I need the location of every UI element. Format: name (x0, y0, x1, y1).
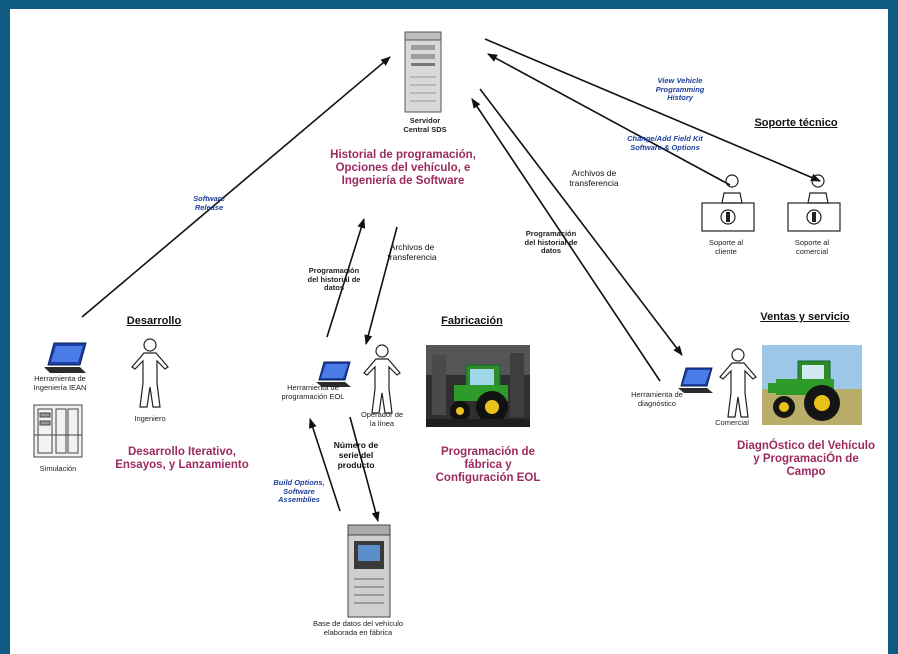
diagnostic-tool-label: Herramienta de diagnóstico (631, 390, 683, 408)
numero-serie-label: Número de serie del producto (333, 440, 379, 470)
diagram-canvas: Servidor Central SDS Historial de progra… (10, 9, 888, 654)
arrow-field-kit-to-server (487, 53, 731, 186)
simulation-label: Simulación (39, 464, 77, 473)
help-desk-icon (701, 174, 755, 232)
arrow-history-to-eol (364, 226, 398, 345)
tractor-photo (426, 345, 530, 427)
server-description: Historial de programación, Opciones del … (330, 149, 476, 188)
line-operator-label: Operador de la línea (360, 410, 404, 428)
software-release-label: Software Release (193, 194, 225, 212)
arrow-db-to-eol (308, 418, 341, 512)
person-outline-icon (719, 348, 757, 418)
arrow-server-to-diagnostic (479, 88, 683, 356)
help-desk-icon (787, 174, 841, 232)
server-name-line1: Servidor (409, 116, 441, 125)
arrow-diagnostic-to-server (471, 98, 661, 382)
ventas-heading: Ventas y servicio (760, 311, 850, 323)
person-outline-icon (131, 338, 169, 408)
client-support-label: Soporte al cliente (708, 238, 744, 256)
arrow-release-to-server (81, 56, 391, 318)
laptop-icon (316, 361, 351, 387)
desarrollo-heading: Desarrollo (126, 315, 182, 327)
commercial-support-label: Soporte al comercial (794, 238, 830, 256)
programacion-historial-right-label: Programación del historial de datos (524, 229, 578, 256)
database-server-icon (347, 524, 391, 618)
server-name: Servidor Central SDS (390, 116, 460, 134)
ventas-description: DiagnÓstico del Vehículo y ProgramaciÓn … (736, 440, 876, 479)
soporte-heading: Soporte técnico (754, 117, 838, 129)
arrow-support-history (484, 38, 821, 182)
factory-db-label: Base de datos del vehículo elaborada en … (312, 619, 404, 637)
laptop-icon (678, 367, 713, 393)
engineer-label: Ingeniero (134, 414, 166, 423)
tractor-photo (762, 345, 862, 425)
build-options-label: Build Options, Software Assemblies (273, 478, 325, 505)
archivos-transferencia-right-label: Archivos de transferencia (569, 168, 619, 188)
fabricacion-description: Programación de fábrica y Configuración … (435, 446, 541, 485)
simulation-rack-icon (33, 404, 83, 458)
dealer-label: Comercial (715, 418, 749, 427)
archivos-transferencia-mid-label: Archivos de transferencia (387, 242, 437, 262)
desarrollo-description: Desarrollo Iterativo, Ensayos, y Lanzami… (115, 446, 249, 472)
eol-tool-label: Herramienta de programación EOL (281, 383, 345, 401)
view-vehicle-history-label: View Vehicle Programming History (655, 76, 705, 103)
engineering-tool-label: Herramienta de Ingeniería IEAN (33, 374, 87, 392)
server-name-line2: Central SDS (403, 124, 447, 134)
change-add-field-kit-label: Change/Add Field Kit Software & Options (627, 134, 703, 152)
connector-layer (81, 38, 821, 522)
laptop-icon (44, 342, 87, 373)
person-outline-icon (363, 344, 401, 414)
server-tower-icon (404, 31, 442, 113)
programacion-historial-mid-label: Programación del historial de datos (307, 266, 361, 293)
fabricacion-heading: Fabricación (441, 315, 503, 327)
arrow-eol-to-db (349, 416, 380, 522)
arrow-eol-to-history (326, 218, 366, 338)
